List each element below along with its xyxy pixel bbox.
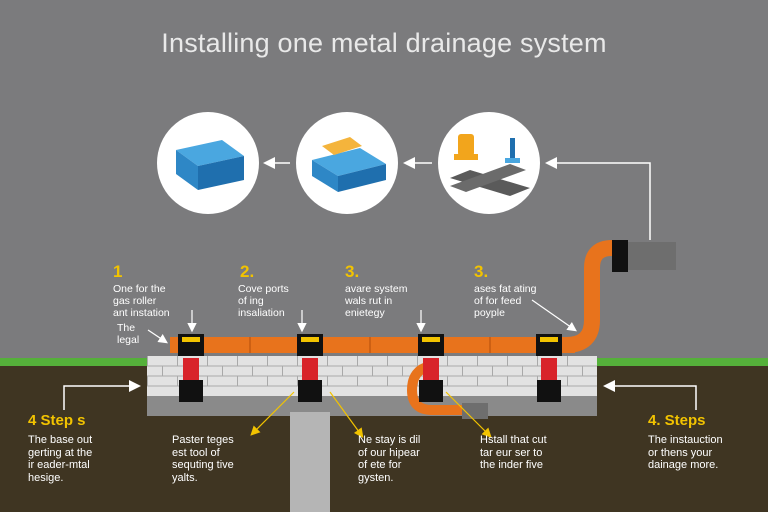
brick-joint: [237, 376, 238, 386]
blue-block-icon: [176, 140, 244, 190]
brick-joint: [582, 366, 583, 376]
callout-arrow-4: [531, 299, 577, 332]
yellow-arrow-3: [445, 391, 492, 438]
icon-circle-1: [157, 112, 259, 214]
brick-joint: [237, 356, 238, 366]
bracket-3: [418, 334, 444, 402]
brick-joint: [447, 376, 448, 386]
brick-joint: [162, 366, 163, 376]
brick-joint: [537, 356, 538, 366]
step-label-3: avare system wals rut in enietegy: [345, 283, 408, 319]
diagram-title: Installing one metal drainage system: [161, 28, 607, 58]
drain-shaft: [290, 412, 330, 512]
yellow-arrow-2: [329, 391, 364, 438]
outlet-clamp: [612, 240, 628, 272]
brick-joint: [402, 366, 403, 376]
brick-joint: [267, 376, 268, 386]
lower-bent-pipe: [406, 361, 462, 415]
bracket-4: [536, 334, 562, 402]
brick-joint: [477, 376, 478, 386]
bracket-2: [297, 334, 323, 402]
lower-outlet: [462, 403, 488, 419]
arrow-outlet-to-circle3: [545, 157, 651, 240]
brick-joint: [357, 356, 358, 366]
brick-joint: [207, 376, 208, 386]
brick-joint: [507, 356, 508, 366]
brick-joint: [387, 356, 388, 366]
trench: [147, 396, 597, 416]
bottom-left-text: The base out gerting at the ir eader-mta…: [28, 434, 93, 484]
brick-joint: [297, 376, 298, 386]
bottom-left-arrow: [63, 380, 141, 410]
step-label-4: ases fat ating of for feed poyple: [474, 283, 537, 319]
brick-joint: [567, 356, 568, 366]
brick-joint: [447, 356, 448, 366]
bottom-right-arrow: [603, 380, 697, 410]
brick-joint: [297, 356, 298, 366]
step-label-1: One for the gas roller ant instation: [113, 283, 170, 319]
icon-circle-3: [438, 112, 540, 214]
brick-joint: [507, 376, 508, 386]
outlet-block: [628, 242, 676, 270]
brick-joint: [327, 376, 328, 386]
bottom-right-title: 4. Steps: [648, 412, 706, 429]
brick-joint: [222, 366, 223, 376]
brick-joint: [177, 376, 178, 386]
main-pipe: [170, 337, 575, 353]
step-number-2: 2.: [240, 262, 255, 281]
brick-joint: [417, 356, 418, 366]
step-number-3: 3.: [345, 262, 360, 281]
pipe-joints: [249, 337, 491, 353]
block-with-plate-icon: [312, 137, 386, 192]
yellow-arrow-1: [250, 391, 295, 436]
side-note-legal: The legal: [117, 322, 140, 346]
brick-joint: [147, 356, 148, 366]
step-number-4: 3.: [474, 262, 489, 281]
brick-joint: [207, 356, 208, 366]
riser-pipe: [565, 240, 613, 353]
brick-joint: [357, 376, 358, 386]
bottom-note-3: Hstall that cut tar eur ser to the inder…: [480, 434, 547, 471]
brick-joint: [327, 356, 328, 366]
brick-joint: [282, 366, 283, 376]
brick-joint: [147, 376, 148, 386]
brick-joint: [177, 356, 178, 366]
bracket-1: [178, 334, 204, 402]
brick-joint: [267, 356, 268, 366]
bottom-right-text: The instauction or thens your dainage mo…: [648, 434, 723, 471]
brick-joint: [477, 356, 478, 366]
brick-joint: [462, 366, 463, 376]
icon-circle-2: [296, 112, 398, 214]
brick-joint: [387, 376, 388, 386]
callout-arrow-legal: [147, 329, 168, 344]
step-label-2: Cove ports of ing insaliation: [238, 283, 289, 319]
brick-joint: [492, 366, 493, 376]
bottom-left-title: 4 Step s: [28, 412, 86, 429]
bottom-note-2: Ne stay is dil of our hipear of ete for …: [358, 434, 421, 484]
brick-joint: [567, 376, 568, 386]
brick-joint: [342, 366, 343, 376]
bottom-note-1: Paster teges est tool of sequting tive y…: [172, 434, 234, 484]
brick-joint: [372, 366, 373, 376]
brick-joint: [522, 366, 523, 376]
pipe-fitting-tools-icon: [450, 134, 530, 196]
step-number-1: 1: [113, 262, 123, 281]
brick-joint: [252, 366, 253, 376]
